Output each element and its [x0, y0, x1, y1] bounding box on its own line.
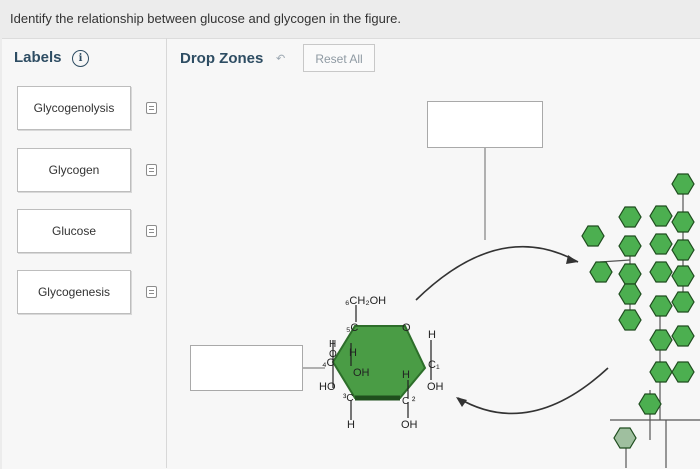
card-details-icon[interactable] — [146, 225, 157, 237]
label-card-glycogen[interactable]: Glycogen — [17, 148, 131, 192]
ring-oxygen-label: O — [402, 322, 411, 334]
arrowhead-icon — [566, 255, 578, 264]
label-card-glucose[interactable]: Glucose — [17, 209, 131, 253]
question-text: Identify the relationship between glucos… — [10, 11, 401, 26]
oh-inner-label: OH — [353, 367, 370, 379]
arrow-to-glycogen — [415, 245, 579, 301]
glycogen-polymer — [581, 173, 700, 468]
undo-icon[interactable]: ↶ — [276, 53, 286, 65]
c4-label: ₄C — [322, 357, 334, 369]
panel-divider — [166, 38, 167, 468]
card-details-icon[interactable] — [146, 164, 157, 176]
label-card-text: Glucose — [51, 224, 97, 238]
reset-all-button[interactable]: Reset All — [303, 44, 375, 72]
label-card-text: Glycogenolysis — [33, 101, 115, 115]
card-details-icon[interactable] — [146, 102, 157, 114]
info-icon[interactable]: i — [72, 50, 89, 67]
labels-panel-title: Labels — [14, 49, 62, 66]
c1-label: C₁ — [428, 359, 440, 371]
h-left-label: H — [329, 339, 336, 350]
card-details-icon[interactable] — [146, 286, 157, 298]
arrow-to-glucose — [457, 367, 609, 415]
drop-zone-left[interactable] — [190, 345, 303, 391]
label-card-glycogenolysis[interactable]: Glycogenolysis — [17, 86, 131, 130]
c2-label: C ² — [402, 396, 416, 407]
c3-label: ³C — [343, 393, 354, 404]
o-left-label: O — [329, 349, 337, 360]
h-inner-label: H — [349, 347, 357, 359]
drop-zones-title: Drop Zones — [180, 50, 264, 67]
label-card-glycogenesis[interactable]: Glycogenesis — [17, 270, 131, 314]
label-card-text: Glycogen — [48, 163, 100, 177]
c6-group-label: ₆CH₂OH — [345, 295, 386, 307]
c5-label: ₅C — [346, 322, 358, 334]
h-c2-label: H — [402, 369, 410, 381]
h-bottom-label: H — [347, 419, 355, 431]
oh-right-label: OH — [427, 381, 444, 393]
label-card-text: Glycogenesis — [37, 285, 111, 299]
arrowhead-icon — [456, 397, 467, 407]
oh-bottom-label: OH — [401, 419, 418, 431]
ho-left-label: HO — [319, 381, 336, 393]
glucose-ring — [331, 325, 427, 399]
h-right-label: H — [428, 329, 436, 341]
drop-zone-top[interactable] — [427, 101, 543, 148]
